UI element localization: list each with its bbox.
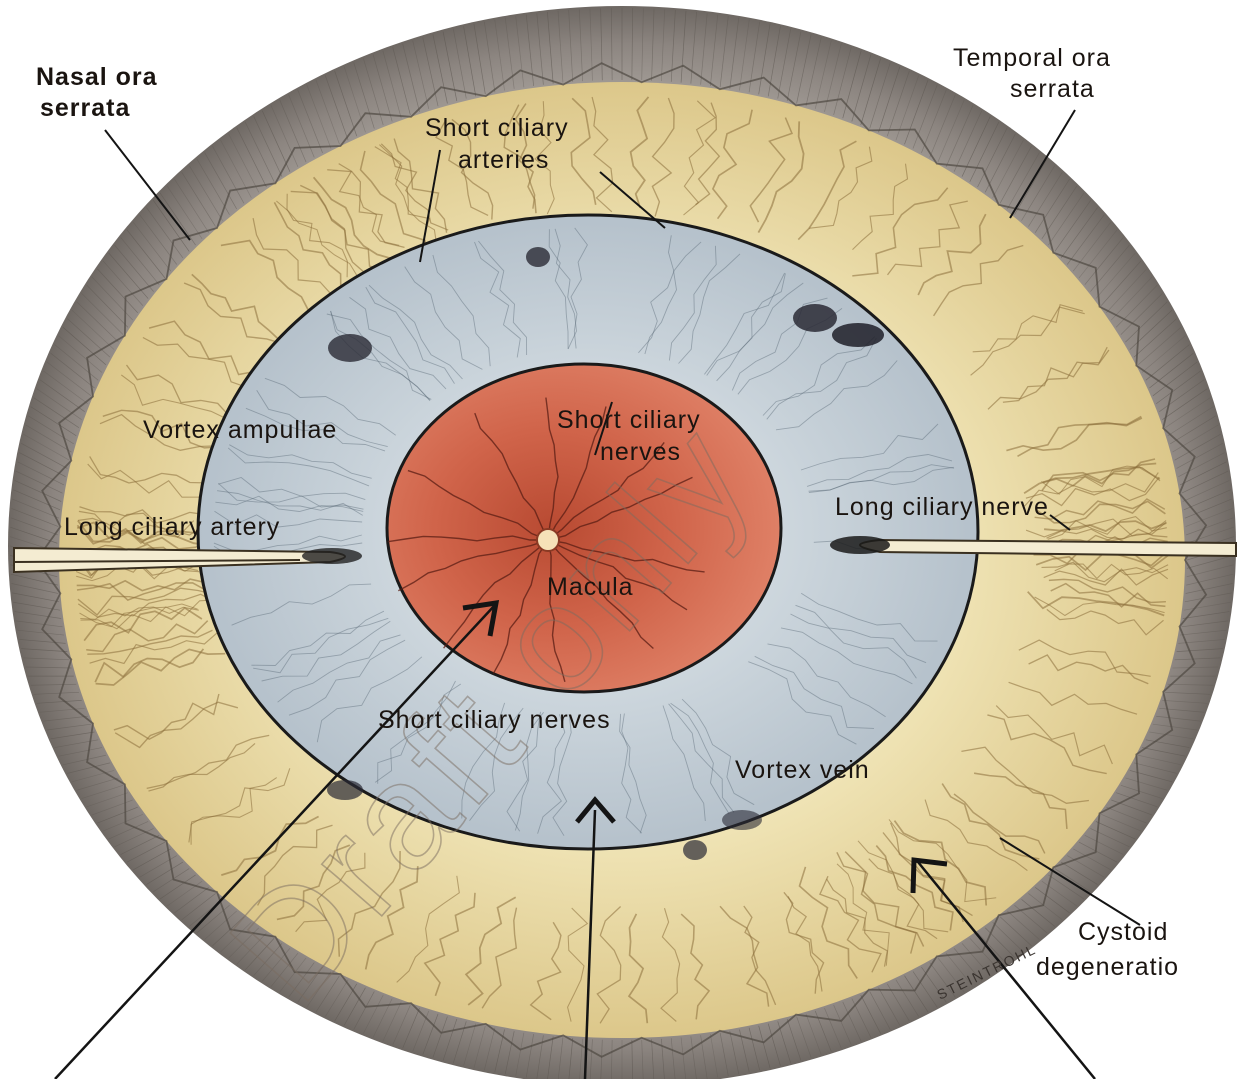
label-short-ciliary-arteries-1: Short ciliary bbox=[425, 114, 569, 142]
label-temporal-ora-serrata-2: serrata bbox=[1010, 75, 1095, 103]
label-nasal-ora-serrata-2: serrata bbox=[40, 94, 130, 122]
label-short-ciliary-nerves-top-2: nerves bbox=[600, 438, 681, 466]
label-short-ciliary-nerves-bottom: Short ciliary nerves bbox=[378, 706, 611, 734]
label-short-ciliary-arteries-2: arteries bbox=[458, 146, 549, 174]
label-long-ciliary-artery: Long ciliary artery bbox=[64, 513, 280, 541]
label-nasal-ora-serrata-1: Nasal ora bbox=[36, 63, 158, 91]
label-cystoid-degeneration-1: Cystoid bbox=[1078, 918, 1168, 946]
label-vortex-vein: Vortex vein bbox=[735, 756, 870, 784]
label-long-ciliary-nerve: Long ciliary nerve bbox=[835, 493, 1049, 521]
label-macula: Macula bbox=[547, 573, 634, 601]
label-temporal-ora-serrata-1: Temporal ora bbox=[953, 44, 1111, 72]
label-short-ciliary-nerves-top-1: Short ciliary bbox=[557, 406, 701, 434]
label-vortex-ampullae: Vortex ampullae bbox=[143, 416, 337, 444]
label-cystoid-degeneration-2: degeneratio bbox=[1036, 953, 1179, 981]
